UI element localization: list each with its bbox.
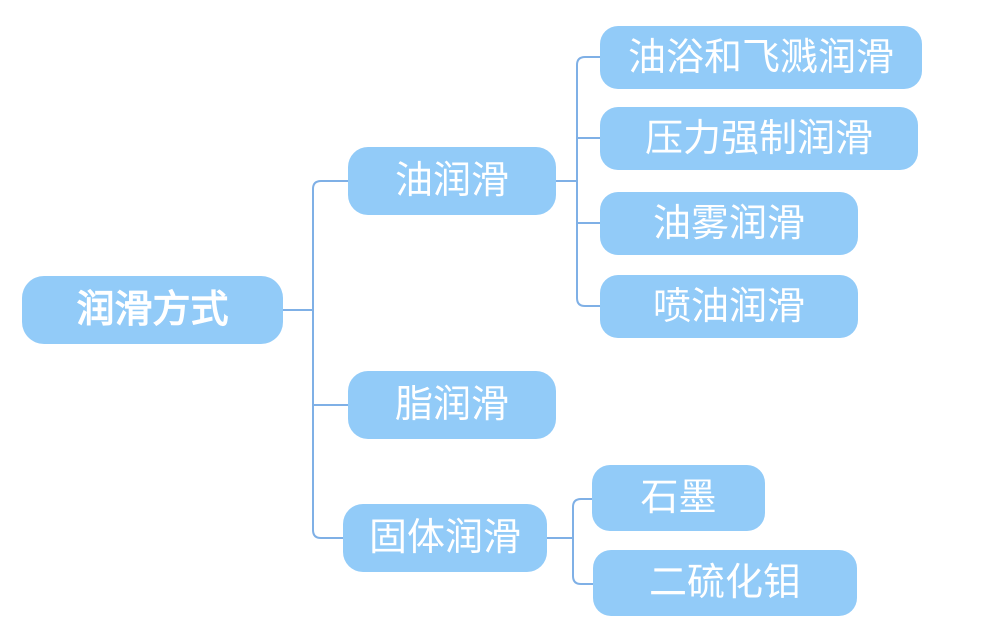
connector-trunk-oil-children — [576, 56, 601, 307]
leaf-node-oil-bath-splash-lubrication[interactable]: 油浴和飞溅润滑 — [600, 26, 922, 89]
branch-node-oil-lubrication[interactable]: 油润滑 — [348, 147, 556, 215]
leaf-node-oil-mist-lubrication[interactable]: 油雾润滑 — [600, 192, 858, 255]
leaf-node-oil-jet-lubrication[interactable]: 喷油润滑 — [600, 275, 858, 338]
root-node-lubrication-method[interactable]: 润滑方式 — [22, 276, 283, 344]
leaf-node-molybdenum-disulfide[interactable]: 二硫化钼 — [593, 550, 857, 616]
connector-trunk-solid-children — [572, 498, 594, 585]
branch-node-solid-lubrication[interactable]: 固体润滑 — [343, 504, 547, 572]
leaf-node-graphite[interactable]: 石墨 — [592, 465, 765, 531]
branch-node-grease-lubrication[interactable]: 脂润滑 — [348, 371, 556, 439]
connector-trunk-branches — [312, 180, 349, 539]
leaf-node-pressure-forced-lubrication[interactable]: 压力强制润滑 — [600, 107, 918, 170]
